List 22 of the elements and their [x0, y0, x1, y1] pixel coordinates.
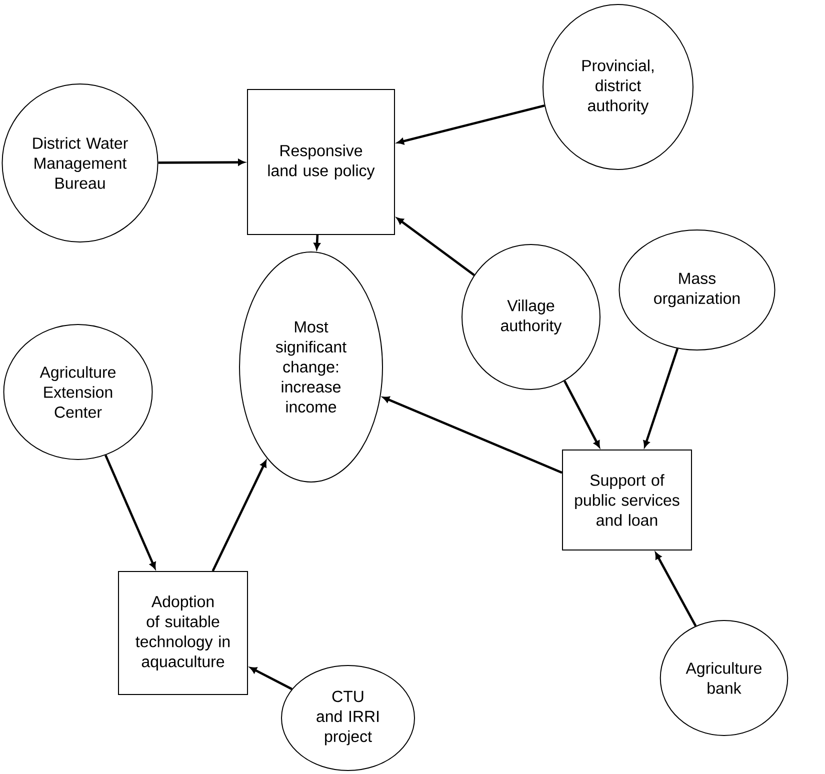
arrow — [158, 159, 245, 166]
arrow — [104, 454, 156, 569]
ellipse-node: Agriculture Extension Center — [3, 324, 153, 460]
ellipse-node: Provincial, district authority — [542, 4, 694, 170]
ellipse-node: District Water Management Bureau — [2, 84, 158, 242]
ellipse-node: CTU and IRRI project — [281, 664, 415, 771]
arrow — [564, 380, 600, 448]
arrow — [382, 396, 562, 474]
arrow — [396, 218, 475, 276]
arrow — [314, 234, 320, 250]
process-box: Adoption of suitable technology in aquaculture — [118, 570, 248, 695]
arrow — [212, 460, 267, 572]
ellipse-node: Village authority — [462, 244, 600, 390]
process-box: Responsive land use policy — [247, 89, 395, 235]
process-box: Support of public services and loan — [562, 450, 692, 550]
ellipse-node: Agriculture bank — [660, 620, 788, 736]
arrow — [655, 552, 697, 627]
ellipse-node: Mass organization — [618, 230, 776, 350]
arrow — [397, 104, 545, 144]
ellipse-node: Most significant change: increase income — [239, 252, 383, 482]
arrow — [643, 348, 679, 448]
arrow — [250, 667, 292, 690]
